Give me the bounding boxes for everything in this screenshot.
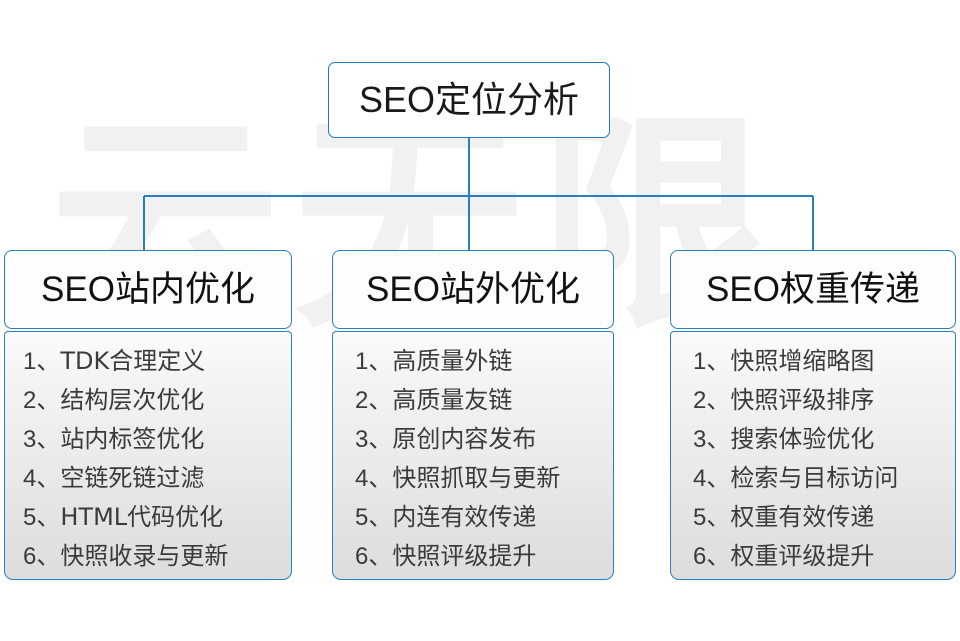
list-item-label: 权重评级提升 (730, 542, 875, 570)
list-item-label: 站内标签优化 (60, 425, 205, 453)
root-node[interactable]: SEO定位分析 (328, 62, 610, 138)
list-item: 5、 内连有效传递 (333, 498, 613, 537)
list-item-number: 6、 (693, 543, 731, 570)
list-item: 2、 高质量友链 (333, 381, 613, 420)
root-node-label: SEO定位分析 (358, 79, 580, 120)
list-item: 6、 快照收录与更新 (5, 537, 291, 576)
list-item-number: 6、 (355, 543, 393, 570)
branch-header-1[interactable]: SEO站内优化 (4, 250, 292, 329)
list-item-label: 快照增缩略图 (730, 347, 875, 375)
list-item-label: 快照评级提升 (392, 542, 537, 570)
list-item-number: 3、 (23, 426, 61, 453)
list-item-label: 结构层次优化 (60, 386, 205, 414)
list-item-label: 高质量外链 (392, 347, 513, 375)
branch-body-2: 1、 高质量外链 2、 高质量友链 3、 原创内容发布 4、 快照抓取与更新 5… (332, 331, 614, 580)
list-item-label: 原创内容发布 (392, 425, 537, 453)
list-item: 6、 快照评级提升 (333, 537, 613, 576)
list-item-label: 快照评级排序 (730, 386, 875, 414)
branch-column-1: SEO站内优化 1、 TDK合理定义 2、 结构层次优化 3、 站内标签优化 4… (4, 250, 292, 580)
list-item: 2、 结构层次优化 (5, 381, 291, 420)
branch-body-1: 1、 TDK合理定义 2、 结构层次优化 3、 站内标签优化 4、 空链死链过滤… (4, 331, 292, 580)
branch-header-2[interactable]: SEO站外优化 (332, 250, 614, 329)
list-item-number: 2、 (693, 387, 731, 414)
list-item: 1、 快照增缩略图 (671, 342, 955, 381)
list-item-number: 4、 (23, 465, 61, 492)
list-item-label: 高质量友链 (392, 386, 513, 414)
list-item: 4、 检索与目标访问 (671, 459, 955, 498)
list-item-number: 2、 (23, 387, 61, 414)
list-item-label: TDK合理定义 (60, 347, 206, 375)
list-item-number: 5、 (355, 504, 393, 531)
list-item: 1、 TDK合理定义 (5, 342, 291, 381)
list-item: 1、 高质量外链 (333, 342, 613, 381)
list-item-label: 搜索体验优化 (730, 425, 875, 453)
list-item: 5、 HTML代码优化 (5, 498, 291, 537)
list-item-number: 2、 (355, 387, 393, 414)
list-item-number: 3、 (355, 426, 393, 453)
list-item: 5、 权重有效传递 (671, 498, 955, 537)
list-item-number: 1、 (355, 348, 393, 375)
list-item-number: 6、 (23, 543, 61, 570)
list-item-number: 3、 (693, 426, 731, 453)
list-item-number: 4、 (693, 465, 731, 492)
branch-column-3: SEO权重传递 1、 快照增缩略图 2、 快照评级排序 3、 搜索体验优化 4、 (670, 250, 956, 580)
list-item-label: 权重有效传递 (730, 503, 875, 531)
list-item: 2、 快照评级排序 (671, 381, 955, 420)
list-item-label: 快照抓取与更新 (392, 464, 561, 492)
list-item-number: 5、 (693, 504, 731, 531)
list-item: 6、 权重评级提升 (671, 537, 955, 576)
branch-header-label-2: SEO站外优化 (366, 269, 580, 309)
list-item: 4、 快照抓取与更新 (333, 459, 613, 498)
branch-list-3: 1、 快照增缩略图 2、 快照评级排序 3、 搜索体验优化 4、 检索与目标访问… (671, 342, 955, 576)
list-item: 3、 原创内容发布 (333, 420, 613, 459)
list-item-number: 4、 (355, 465, 393, 492)
list-item-label: HTML代码优化 (60, 503, 224, 531)
list-item-number: 1、 (23, 348, 61, 375)
list-item: 3、 搜索体验优化 (671, 420, 955, 459)
list-item: 3、 站内标签优化 (5, 420, 291, 459)
branch-body-3: 1、 快照增缩略图 2、 快照评级排序 3、 搜索体验优化 4、 检索与目标访问… (670, 331, 956, 580)
branch-header-label-1: SEO站内优化 (41, 269, 255, 309)
list-item-number: 1、 (693, 348, 731, 375)
list-item: 4、 空链死链过滤 (5, 459, 291, 498)
list-item-label: 检索与目标访问 (730, 464, 899, 492)
branch-header-3[interactable]: SEO权重传递 (670, 250, 956, 329)
list-item-label: 空链死链过滤 (60, 464, 205, 492)
list-item-label: 快照收录与更新 (60, 542, 229, 570)
branch-list-2: 1、 高质量外链 2、 高质量友链 3、 原创内容发布 4、 快照抓取与更新 5… (333, 342, 613, 576)
list-item-label: 内连有效传递 (392, 503, 537, 531)
branch-header-label-3: SEO权重传递 (706, 269, 920, 309)
branch-list-1: 1、 TDK合理定义 2、 结构层次优化 3、 站内标签优化 4、 空链死链过滤… (5, 342, 291, 576)
branch-column-2: SEO站外优化 1、 高质量外链 2、 高质量友链 3、 原创内容发布 4、 快 (332, 250, 614, 580)
list-item-number: 5、 (23, 504, 61, 531)
